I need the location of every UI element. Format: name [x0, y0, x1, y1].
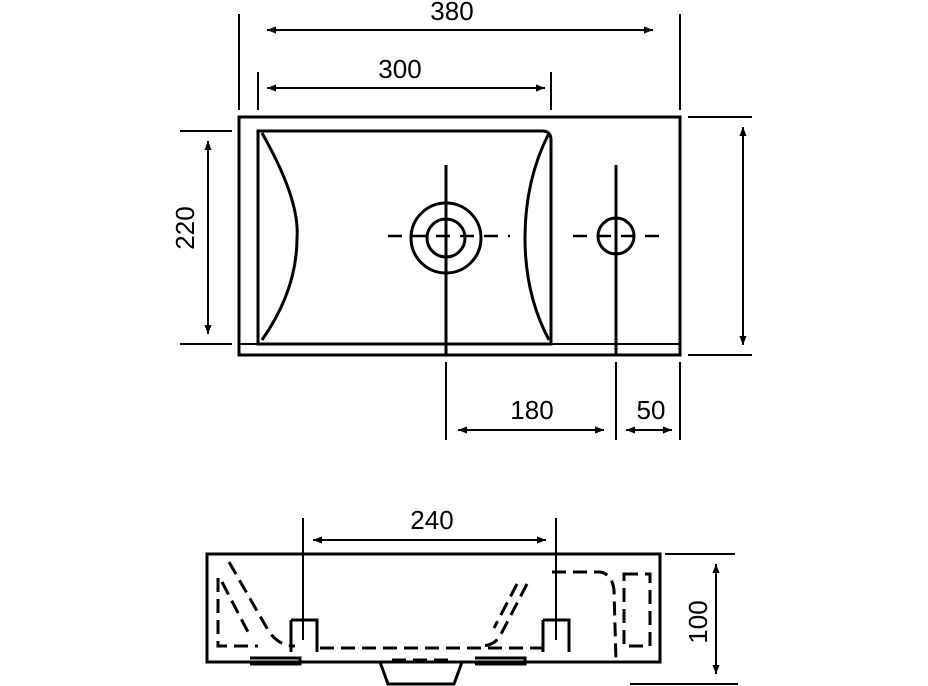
label-tap-to-edge: 50 — [637, 395, 666, 425]
right-wall-hidden-line — [479, 583, 529, 648]
side-view-outline — [205, 552, 662, 664]
right-wall-hidden-line-2 — [492, 583, 519, 629]
basin-left-curve — [260, 132, 299, 341]
label-basin-inner-width: 240 — [410, 505, 453, 535]
tap-deck-hidden-line — [552, 570, 618, 663]
basin-bowl-outline — [256, 129, 553, 346]
left-wall-hidden-line — [227, 561, 296, 648]
left-wall-hidden-diagonal — [220, 581, 250, 633]
left-fixing-foot — [250, 656, 302, 666]
label-drain-to-tap: 180 — [510, 395, 553, 425]
top-view-outline — [237, 115, 682, 357]
tap-deck-hidden-box — [622, 572, 652, 648]
left-fixing-bracket — [289, 618, 319, 652]
label-height: 100 — [683, 600, 713, 643]
label-overall-width: 380 — [430, 0, 473, 26]
label-depth: 220 — [170, 206, 200, 249]
top-view: 380 300 220 180 50 — [170, 0, 752, 440]
right-fixing-foot — [475, 656, 527, 666]
right-fixing-bracket — [541, 618, 571, 652]
side-view: 240 100 — [205, 505, 738, 686]
label-basin-width: 300 — [378, 54, 421, 84]
left-wall-hidden-inner — [216, 578, 258, 648]
basin-right-curve — [523, 132, 551, 341]
drain-outlet — [378, 661, 464, 686]
